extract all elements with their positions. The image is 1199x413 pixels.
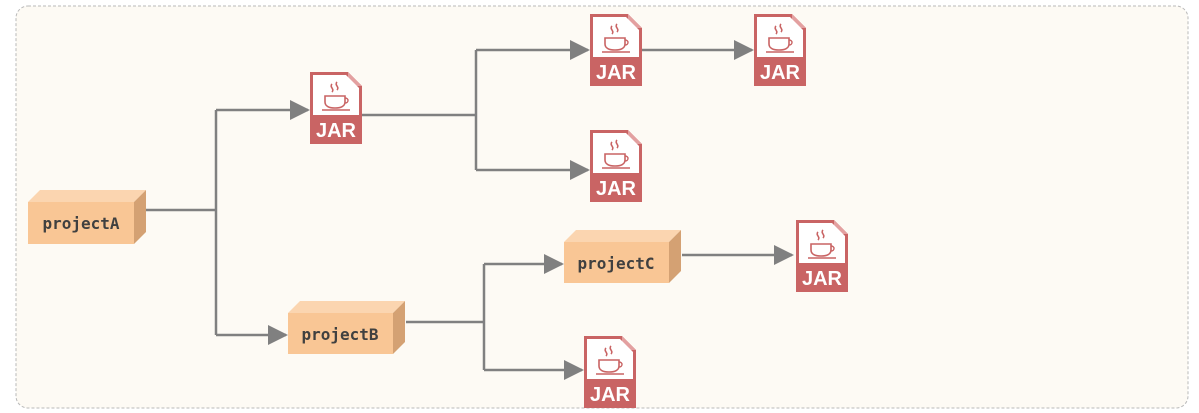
- jar-label: JAR: [596, 178, 637, 200]
- jar-file-icon: JAR: [589, 13, 643, 87]
- connector-projectB-trunk: [406, 264, 486, 370]
- jar-label: JAR: [590, 384, 631, 406]
- jar-file-icon: JAR: [309, 71, 363, 145]
- jar-label: JAR: [316, 120, 357, 142]
- jar-file-icon: JAR: [583, 335, 637, 409]
- project-label-a: projectA: [42, 214, 119, 233]
- project-label-c: projectC: [577, 254, 654, 273]
- project-box-a: projectA: [28, 190, 146, 244]
- connector-jar1-trunk: [362, 50, 478, 170]
- jar-label: JAR: [596, 62, 637, 84]
- connector-projectA-trunk: [145, 110, 218, 335]
- project-label-b: projectB: [301, 325, 378, 344]
- jar-file-icon: JAR: [589, 129, 643, 203]
- jar-file-icon: JAR: [795, 219, 849, 293]
- connectors: [145, 40, 794, 380]
- project-box-b: projectB: [288, 301, 405, 354]
- jar-file-icon: JAR: [753, 13, 807, 87]
- project-box-c: projectC: [564, 230, 681, 283]
- jar-label: JAR: [760, 62, 801, 84]
- jar-label: JAR: [802, 268, 843, 290]
